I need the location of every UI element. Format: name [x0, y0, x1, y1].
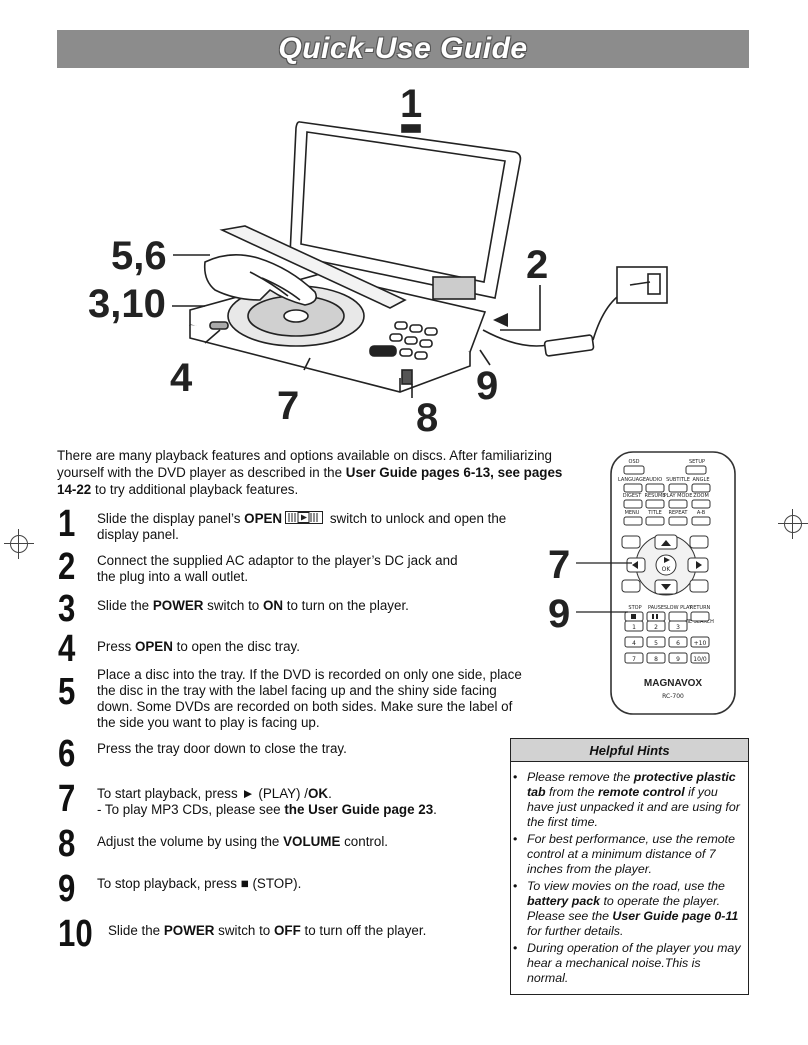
- step-text: Slide the POWER switch to OFF to turn of…: [108, 923, 427, 938]
- step-number: 5: [58, 671, 76, 713]
- remote-label-angle: ANGLE: [693, 477, 710, 483]
- callout-9: 9: [476, 364, 499, 408]
- step-text: Connect the supplied AC adaptor to the p…: [97, 553, 458, 584]
- remote-digit-9: 9: [676, 656, 680, 663]
- remote-ok-label: OK: [662, 566, 672, 573]
- callout-2: 2: [526, 243, 549, 287]
- callout-4: 4: [170, 356, 193, 400]
- step-number: 3: [58, 588, 76, 630]
- step-text: To stop playback, press ■ (STOP).: [97, 876, 302, 891]
- remote-digit-8: 8: [654, 656, 658, 663]
- remote-label-stop: STOP: [628, 605, 641, 611]
- step-text: Slide the display panel’s OPEN switch to…: [97, 511, 507, 542]
- step-text: Press OPEN to open the disc tray.: [97, 639, 300, 654]
- remote-label-zoom: ZOOM: [693, 493, 709, 499]
- remote-digit-7: 7: [632, 656, 636, 663]
- remote-callout-7: 7: [548, 543, 571, 587]
- callout-1: 1: [400, 82, 423, 126]
- remote-digit-10-0: 10/0: [693, 656, 707, 663]
- remote-digit-6: 6: [676, 640, 680, 647]
- callout-7: 7: [277, 384, 300, 428]
- remote-label-slow: SLOW PLAY: [664, 605, 693, 611]
- intro-text: There are many playback features and opt…: [57, 448, 552, 480]
- intro-paragraph: There are many playback features and opt…: [57, 447, 567, 498]
- remote-label-language: LANGUAGE: [618, 477, 646, 483]
- remote-digit-4: 4: [632, 640, 636, 647]
- dvd-player-illustration: [172, 121, 668, 398]
- registration-mark-left: [4, 529, 34, 559]
- remote-digit-1: 1: [632, 624, 636, 631]
- remote-label-repeat: REPEAT: [669, 510, 689, 516]
- step-text: Place a disc into the tray. If the DVD i…: [97, 667, 522, 730]
- step-number: 10: [58, 913, 93, 955]
- step-text: Slide the POWER switch to ON to turn on …: [97, 598, 409, 613]
- remote-digit-5: 5: [654, 640, 658, 647]
- remote-label-resume: RESUME: [645, 493, 666, 499]
- step-number: 4: [58, 628, 76, 670]
- step-number: 1: [58, 503, 76, 545]
- hint-item: During operation of the player you may h…: [513, 941, 742, 986]
- step-text: Press the tray door down to close the tr…: [97, 741, 347, 756]
- remote-label-pause: PAUSE: [648, 605, 664, 611]
- remote-label-digest: DIGEST: [623, 493, 643, 499]
- step-7-subnote: - To play MP3 CDs, please see the User G…: [97, 802, 437, 817]
- registration-mark-right: [778, 509, 808, 539]
- intro-bold: User Guide pages 6-13, see pages 14-22: [57, 465, 563, 497]
- step-number: 9: [58, 868, 76, 910]
- title-banner: Quick-Use Guide: [57, 30, 749, 68]
- hint-item: For best performance, use the remote con…: [513, 832, 742, 877]
- callout-8: 8: [416, 396, 439, 440]
- step-text: Adjust the volume by using the VOLUME co…: [97, 834, 389, 849]
- step-number: 7: [58, 778, 76, 820]
- page-title: Quick-Use Guide: [278, 32, 528, 65]
- step-text: To start playback, press ► (PLAY) /OK.- …: [97, 786, 527, 818]
- remote-label-subtitle: SUBTITLE: [666, 477, 690, 483]
- step-number: 2: [58, 546, 76, 588]
- remote-label-time-search: TIME SEARCH: [679, 619, 714, 625]
- hint-item: Please remove the protective plastic tab…: [513, 770, 742, 830]
- remote-label-setup: SETUP: [689, 459, 705, 465]
- remote-brand: MAGNAVOX: [644, 678, 702, 689]
- helpful-hints-list: Please remove the protective plastic tab…: [511, 770, 742, 986]
- remote-label-title: TITLE: [647, 510, 662, 516]
- remote-digit-plus10: +10: [694, 640, 707, 647]
- remote-label-ab: A-B: [697, 510, 706, 516]
- remote-digit-2: 2: [654, 624, 658, 631]
- remote-digit-3: 3: [676, 624, 680, 631]
- step-number: 6: [58, 733, 76, 775]
- callout-3-10: 3,10: [88, 282, 166, 326]
- remote-model: RC-700: [662, 693, 684, 700]
- intro-text-end: to try additional playback features.: [91, 482, 299, 497]
- remote-label-return: RETURN: [690, 605, 711, 611]
- open-switch-icon: [285, 511, 324, 524]
- remote-callout-9: 9: [548, 592, 571, 636]
- remote-label-play-mode: PLAY MODE: [664, 493, 693, 499]
- remote-label-audio: AUDIO: [646, 477, 662, 483]
- helpful-hints-title: Helpful Hints: [511, 739, 748, 762]
- helpful-hints-box: Helpful Hints Please remove the protecti…: [510, 738, 749, 995]
- hint-item: To view movies on the road, use the batt…: [513, 879, 742, 939]
- step-number: 8: [58, 823, 76, 865]
- remote-label-menu: MENU: [625, 510, 640, 516]
- callout-5-6: 5,6: [111, 234, 167, 278]
- remote-label-osd: OSD: [629, 459, 640, 465]
